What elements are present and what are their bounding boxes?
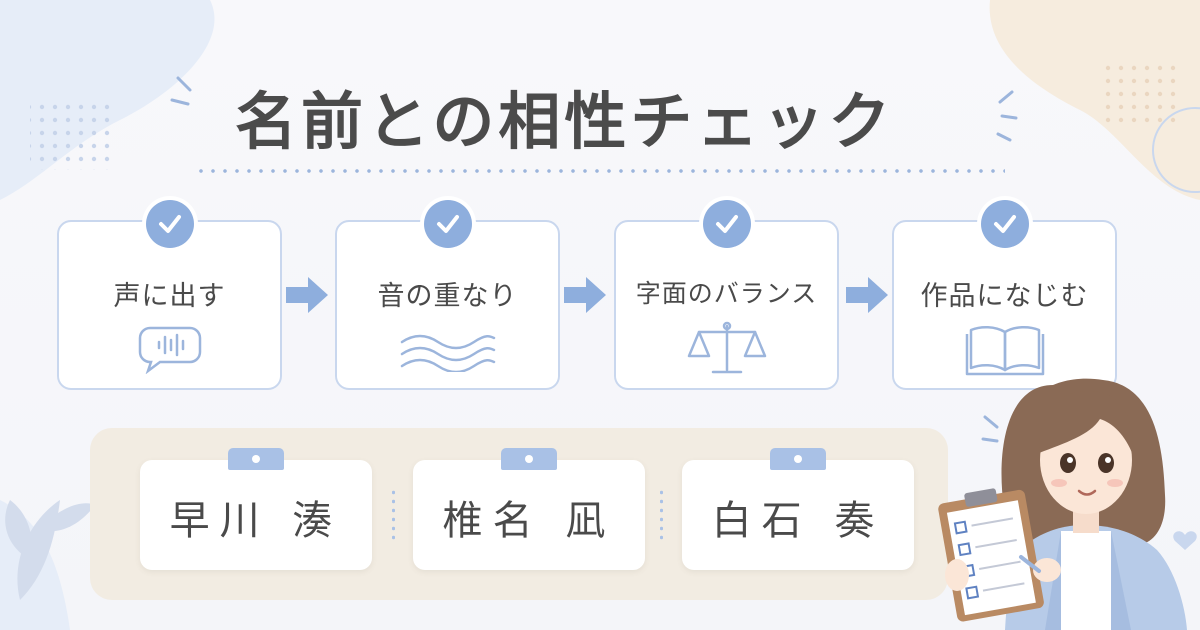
book-icon	[965, 326, 1044, 376]
name-card-3: 白石 奏	[682, 448, 914, 570]
name-card-tab	[228, 448, 284, 470]
check-icon	[980, 200, 1029, 248]
step-card-fit: 作品になじむ	[892, 200, 1117, 390]
dotted-separator	[660, 488, 663, 544]
character-illustration	[938, 378, 1197, 630]
name-text: 早川 湊	[169, 498, 343, 544]
step-card-balance: 字面のバランス	[614, 200, 839, 390]
name-card-1: 早川 湊	[140, 448, 372, 570]
name-text: 白石 奏	[711, 498, 885, 544]
title-dotted-divider	[195, 168, 1005, 174]
name-text: 椎名 凪	[442, 498, 616, 544]
scale-icon	[687, 321, 766, 374]
step-label: 音の重なり	[377, 281, 518, 312]
dotted-separator	[392, 488, 395, 544]
step-card-sound: 音の重なり	[335, 200, 560, 390]
page-title: 名前との相性チェック	[235, 85, 895, 158]
name-card-tab	[501, 448, 557, 470]
step-label: 字面のバランス	[635, 279, 818, 308]
step-label: 作品になじむ	[920, 281, 1089, 312]
check-icon	[702, 200, 751, 248]
arrow-right-icon	[564, 275, 606, 319]
step-label: 声に出す	[113, 281, 226, 312]
speech-bubble-icon	[138, 326, 201, 374]
wave-icon	[400, 334, 495, 372]
check-icon	[423, 200, 472, 248]
arrow-right-icon	[846, 275, 888, 319]
name-card-tab	[770, 448, 826, 470]
step-card-speak: 声に出す	[57, 200, 282, 390]
name-card-2: 椎名 凪	[413, 448, 645, 570]
check-icon	[145, 200, 194, 248]
arrow-right-icon	[286, 275, 328, 319]
